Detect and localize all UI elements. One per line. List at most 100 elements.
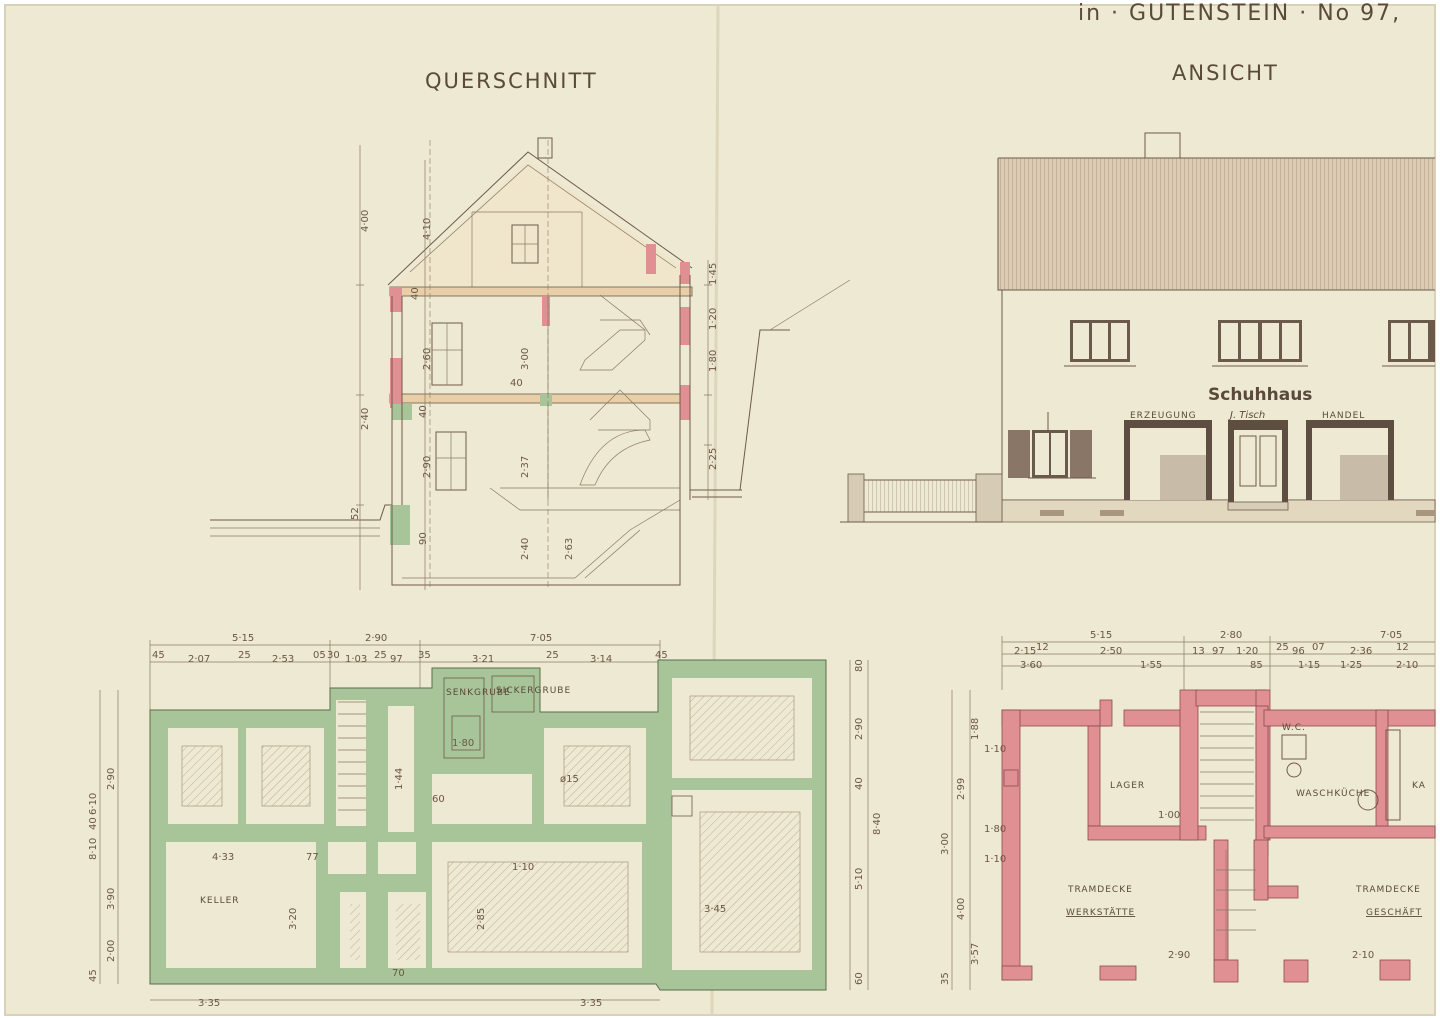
- gp-top-dim-15: 2·36: [1350, 646, 1372, 657]
- gp-top-dim-18: 12: [1036, 642, 1049, 653]
- bp-label-60: 60: [432, 794, 445, 805]
- bp-top-dim-11: 97: [390, 654, 403, 665]
- gp-top-dim-14: 07: [1312, 642, 1325, 653]
- sec-dim-0: 4·00: [360, 210, 371, 232]
- bp-top-dim-8: 30: [327, 650, 340, 661]
- bp-top-dim-3: 45: [152, 650, 165, 661]
- gp-left-dim-2: 4·00: [956, 898, 967, 920]
- bp-label-345: 3·45: [704, 904, 726, 915]
- sec-dim-10: 1·20: [708, 308, 719, 330]
- gp-top-dim-17: 2·10: [1396, 660, 1418, 671]
- cross-section: QUERSCHNITT: [210, 69, 851, 590]
- bp-left-dim-6: 40: [88, 817, 99, 830]
- sec-dim-5: 2·90: [422, 456, 433, 478]
- bp-top-dim-0: 5·15: [232, 633, 254, 644]
- bp-label-110: 1·10: [512, 862, 534, 873]
- gp-label-kanzlei: KA: [1412, 781, 1426, 791]
- gp-top-dim-0: 5·15: [1090, 630, 1112, 641]
- sec-dim-4: 2·40: [360, 408, 371, 430]
- gp-left-dim-3: 1·88: [970, 718, 981, 740]
- gp-top-dim-19: 12: [1396, 642, 1409, 653]
- bp-label-sickergrube: SICKERGRUBE: [496, 686, 571, 696]
- shop-label-right: HANDEL: [1322, 411, 1365, 421]
- sec-dim-2: 2·60: [422, 348, 433, 370]
- ground-floor-plan: 5·15 2·80 7·05 2·15 2·50 3·60 1·55 13 97…: [940, 630, 1436, 990]
- bp-top-dim-4: 2·07: [188, 654, 210, 665]
- gp-top-dim-4: 2·50: [1100, 646, 1122, 657]
- sec-dim-14: 40: [510, 378, 523, 389]
- gp-left-dim-5: 1·80: [984, 824, 1006, 835]
- sec-dim-6: 2·37: [520, 456, 531, 478]
- bp-top-dim-10: 25: [374, 650, 387, 661]
- sec-dim-15: 40: [418, 405, 429, 418]
- bp-bottom-dim-0: 3·35: [198, 998, 220, 1009]
- bp-label-144: 1·44: [394, 768, 405, 790]
- bp-top-dim-6: 2·53: [272, 654, 294, 665]
- gp-top-dim-9: 1·20: [1236, 646, 1258, 657]
- sec-dim-1: 4·10: [422, 218, 433, 240]
- gp-top-dim-2: 7·05: [1380, 630, 1402, 641]
- bp-left-dim-4: 2·00: [106, 940, 117, 962]
- gp-label-210: 2·10: [1352, 950, 1374, 961]
- bp-left-dim-1: 6·10: [88, 793, 99, 815]
- bp-label-433: 4·33: [212, 852, 234, 863]
- gp-top-dim-6: 1·55: [1140, 660, 1162, 671]
- bp-right-dim-0: 2·90: [854, 718, 865, 740]
- gp-label-lager: LAGER: [1110, 781, 1145, 791]
- bp-left-dim-2: 2·90: [106, 768, 117, 790]
- bp-top-dim-13: 3·21: [472, 654, 494, 665]
- bp-left-dim-5: 45: [88, 969, 99, 982]
- bp-bottom-dim-1: 3·35: [580, 998, 602, 1009]
- gp-top-dim-8: 97: [1212, 646, 1225, 657]
- gp-top-dim-3: 2·15: [1014, 646, 1036, 657]
- bp-top-dim-15: 3·14: [590, 654, 612, 665]
- bp-top-dim-2: 7·05: [530, 633, 552, 644]
- shop-label-left: ERZEUGUNG: [1130, 411, 1197, 421]
- shop-owner: J. Tisch: [1228, 410, 1265, 421]
- bp-top-dim-12: 35: [418, 650, 431, 661]
- gp-label-geschaeft: GESCHÄFT: [1366, 907, 1422, 918]
- bp-left-dim-3: 3·90: [106, 888, 117, 910]
- bp-right-dim-1: 8·40: [872, 813, 883, 835]
- gp-left-dim-0: 2·99: [956, 778, 967, 800]
- bp-label-70: 70: [392, 968, 405, 979]
- gp-top-dim-1: 2·80: [1220, 630, 1242, 641]
- sec-dim-3: 3·00: [520, 348, 531, 370]
- shop-sign: Schuhhaus: [1208, 385, 1312, 405]
- gp-label-tramdecke2: TRAMDECKE: [1355, 885, 1421, 895]
- bp-top-dim-7: 05: [313, 650, 326, 661]
- bp-label-285: 2·85: [476, 908, 487, 930]
- gp-label-waschkueche: WASCHKÜCHE: [1296, 788, 1370, 799]
- bp-top-dim-16: 45: [655, 650, 668, 661]
- elevation: ANSICHT: [840, 61, 1436, 523]
- gp-left-dim-7: 3·57: [970, 943, 981, 965]
- bp-right-dim-2: 5·10: [854, 868, 865, 890]
- gp-label-tramdecke1: TRAMDECKE: [1067, 885, 1133, 895]
- gp-top-dim-5: 3·60: [1020, 660, 1042, 671]
- bp-label-keller: KELLER: [200, 896, 240, 906]
- bp-right-dim-5: 80: [854, 659, 865, 672]
- sec-dim-11: 1·80: [708, 350, 719, 372]
- bp-label-15: ø15: [560, 774, 579, 785]
- sec-dim-9: 1·45: [708, 263, 719, 285]
- gp-left-dim-1: 3·00: [940, 833, 951, 855]
- gp-label-wc: W.C.: [1282, 723, 1306, 733]
- sec-dim-8: 2·63: [564, 538, 575, 560]
- bp-label-77: 77: [306, 852, 319, 863]
- gp-label-werkstaette: WERKSTÄTTE: [1066, 907, 1135, 918]
- header-title-fragment: in · GUTENSTEIN · No 97,: [1078, 1, 1401, 26]
- gp-label-290: 2·90: [1168, 950, 1190, 961]
- bp-top-dim-14: 25: [546, 650, 559, 661]
- sec-dim-17: 90: [418, 532, 429, 545]
- bp-top-dim-5: 25: [238, 650, 251, 661]
- sec-dim-7: 2·40: [520, 538, 531, 560]
- basement-plan: 5·15 2·90 7·05 45 2·07 25 2·53 05 30 1·0…: [88, 633, 883, 1009]
- sec-dim-16: 52: [350, 507, 361, 520]
- gp-top-dim-10: 85: [1250, 660, 1263, 671]
- bp-right-dim-3: 40: [854, 777, 865, 790]
- bp-label-180: 1·80: [452, 738, 474, 749]
- gp-left-dim-8: 35: [940, 972, 951, 985]
- bp-label-senkgrube: SENKGRUBE: [446, 688, 511, 698]
- sec-dim-13: 40: [410, 287, 421, 300]
- gp-top-dim-13: 96: [1292, 646, 1305, 657]
